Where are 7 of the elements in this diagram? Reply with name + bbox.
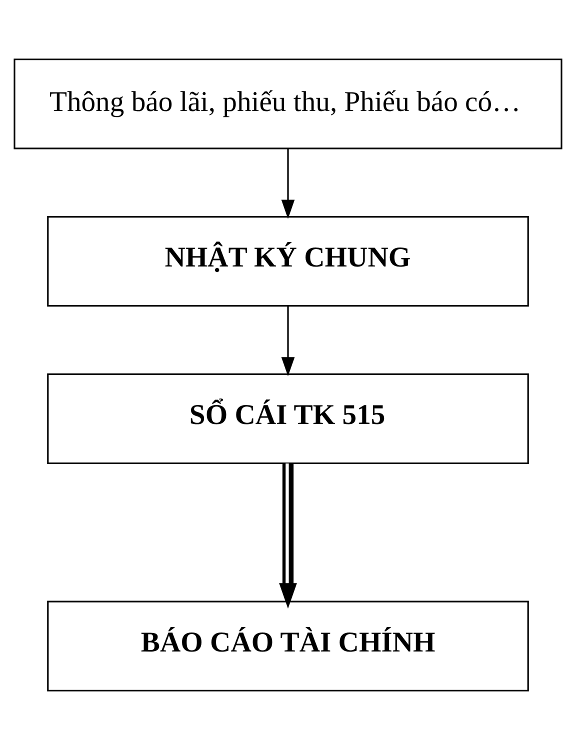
node-box: BÁO CÁO TÀI CHÍNH (47, 600, 529, 691)
arrow (281, 305, 295, 376)
node-box: NHẬT KÝ CHUNG (47, 216, 529, 306)
arrow (281, 148, 295, 218)
arrow (279, 463, 297, 608)
node-box: Thông báo lãi, phiếu thu, Phiếu báo có… (14, 58, 562, 149)
node-box: SỔ CÁI TK 515 (47, 372, 529, 464)
